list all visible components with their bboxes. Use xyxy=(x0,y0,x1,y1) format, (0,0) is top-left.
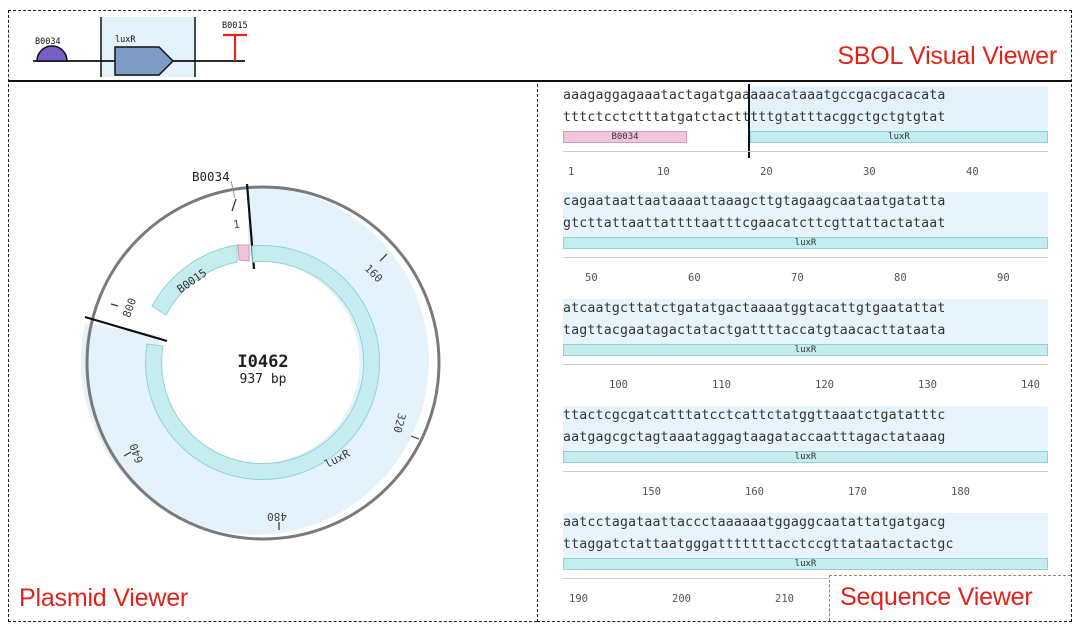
ruler-tick-label: 110 xyxy=(712,379,731,391)
sequence-viewer-title: Sequence Viewer xyxy=(840,583,1033,611)
annotation-luxr[interactable]: luxR xyxy=(750,131,1048,143)
plasmid-length: 937 bp xyxy=(240,372,287,387)
b0034-feature-block[interactable] xyxy=(237,244,250,262)
ruler-tick-label: 30 xyxy=(863,166,876,178)
sequence-row: aaagaggagaaatactagatgaaaaacataaatgccgacg… xyxy=(538,84,1071,184)
ruler-tick-label: 210 xyxy=(775,593,794,605)
sbol-visual-viewer: B0034 luxR B0015 SBOL Visual Viewer xyxy=(8,10,1072,82)
plasmid-viewer-title: Plasmid Viewer xyxy=(19,584,189,612)
sequence-top-strand: aatcctagataattaccctaaaaaatggaggcaatattat… xyxy=(563,515,946,530)
annotation-luxr[interactable]: luxR xyxy=(563,558,1048,570)
ruler-tick-label: 200 xyxy=(672,593,691,605)
sequence-top-strand: atcaatgcttatctgatatgactaaaatggtacattgtga… xyxy=(563,301,946,316)
ruler-tick-label: 100 xyxy=(609,379,628,391)
plasmid-name: I0462 xyxy=(237,352,288,372)
plasmid-tick-label: 320 xyxy=(391,412,409,435)
plasmid-map[interactable]: B0034 1 160 320 480 640 800 luxR B0015 I… xyxy=(9,84,536,620)
sbol-part-label-b0034: B0034 xyxy=(35,37,61,47)
ruler-tick-label: 40 xyxy=(966,166,979,178)
plasmid-feature-label-b0034: B0034 xyxy=(192,169,230,184)
plasmid-ticks xyxy=(110,198,420,530)
ruler-axis xyxy=(563,471,1048,472)
ruler-tick-label: 130 xyxy=(918,379,937,391)
annotation-luxr[interactable]: luxR xyxy=(563,344,1048,356)
ruler-tick-label: 70 xyxy=(791,272,804,284)
ruler-tick-label: 20 xyxy=(760,166,773,178)
plasmid-viewer: B0034 1 160 320 480 640 800 luxR B0015 I… xyxy=(8,84,537,622)
b0034-leader-line xyxy=(230,180,236,199)
sequence-bottom-strand: aatgagcgctagtaaataggagtaagataccaatttagac… xyxy=(563,430,946,445)
sequence-row: cagaataattaataaaattaaagcttgtagaagcaataat… xyxy=(538,190,1071,290)
sequence-viewer[interactable]: aaagaggagaaatactagatgaaaaacataaatgccgacg… xyxy=(537,84,1072,622)
sbol-part-label-luxr: luxR xyxy=(115,35,136,45)
ruler-tick-label: 160 xyxy=(745,486,764,498)
plasmid-backbone xyxy=(85,185,441,541)
ruler-axis xyxy=(563,257,1048,258)
sbol-glyph-track: B0034 luxR B0015 xyxy=(33,17,248,77)
sequence-bottom-strand: tagttacgaatagactatactgattttaccatgtaacact… xyxy=(563,323,946,338)
sequence-row: atcaatgcttatctgatatgactaaaatggtacattgtga… xyxy=(538,297,1071,397)
sbol-viewer-title: SBOL Visual Viewer xyxy=(837,42,1057,70)
ruler-tick-label: 1 xyxy=(568,166,575,178)
sequence-viewer-label-box: Sequence Viewer xyxy=(829,575,1071,621)
ruler-tick-label: 120 xyxy=(815,379,834,391)
ruler-tick-label: 10 xyxy=(657,166,670,178)
sequence-top-strand: cagaataattaataaaattaaagcttgtagaagcaataat… xyxy=(563,194,946,209)
sequence-row: aatcctagataattaccctaaaaaatggaggcaatattat… xyxy=(538,511,1071,611)
ruler-tick-label: 170 xyxy=(848,486,867,498)
ruler-axis xyxy=(563,364,1048,365)
ruler-tick-label: 90 xyxy=(997,272,1010,284)
ruler-axis xyxy=(563,151,1048,152)
sequence-top-strand: aaagaggagaaatactagatgaaaaacataaatgccgacg… xyxy=(563,88,946,103)
sequence-bottom-strand: gtcttattaattattttaatttcgaacatcttcgttatta… xyxy=(563,216,946,231)
annotation-b0034[interactable]: B0034 xyxy=(563,131,687,143)
ruler-tick-label: 140 xyxy=(1021,379,1040,391)
plasmid-tick-label: 480 xyxy=(267,510,287,523)
plasmid-tick-label: 800 xyxy=(120,296,139,319)
ruler-tick-label: 190 xyxy=(569,593,588,605)
ruler-tick-label: 50 xyxy=(585,272,598,284)
b0015-feature-arc[interactable] xyxy=(151,244,238,316)
plasmid-tick-label: 640 xyxy=(127,442,146,465)
cursor-line xyxy=(748,84,750,158)
feature-boundary-end xyxy=(84,315,168,343)
cds-icon[interactable] xyxy=(114,46,175,76)
sequence-row: ttactcgcgatcatttatcctcattctatggttaaatctg… xyxy=(538,404,1071,504)
ruler-tick-label: 180 xyxy=(951,486,970,498)
sequence-top-strand: ttactcgcgatcatttatcctcattctatggttaaatctg… xyxy=(563,408,946,423)
sbol-part-label-b0015: B0015 xyxy=(222,21,248,31)
rbs-icon[interactable] xyxy=(36,45,68,62)
annotation-luxr[interactable]: luxR xyxy=(563,451,1048,463)
ruler-tick-label: 80 xyxy=(894,272,907,284)
sequence-bottom-strand: ttaggatctattaatgggatttttttacctccgttataat… xyxy=(563,537,954,552)
ruler-tick-label: 60 xyxy=(688,272,701,284)
ruler-tick-label: 150 xyxy=(642,486,661,498)
luxr-feature-arc[interactable] xyxy=(145,245,381,480)
annotation-luxr[interactable]: luxR xyxy=(563,237,1048,249)
plasmid-tick-label: 1 xyxy=(232,218,240,232)
ruler-axis xyxy=(563,578,1048,579)
sequence-bottom-strand: tttctcctctttatgatctactttttgtatttacggctgc… xyxy=(563,110,946,125)
